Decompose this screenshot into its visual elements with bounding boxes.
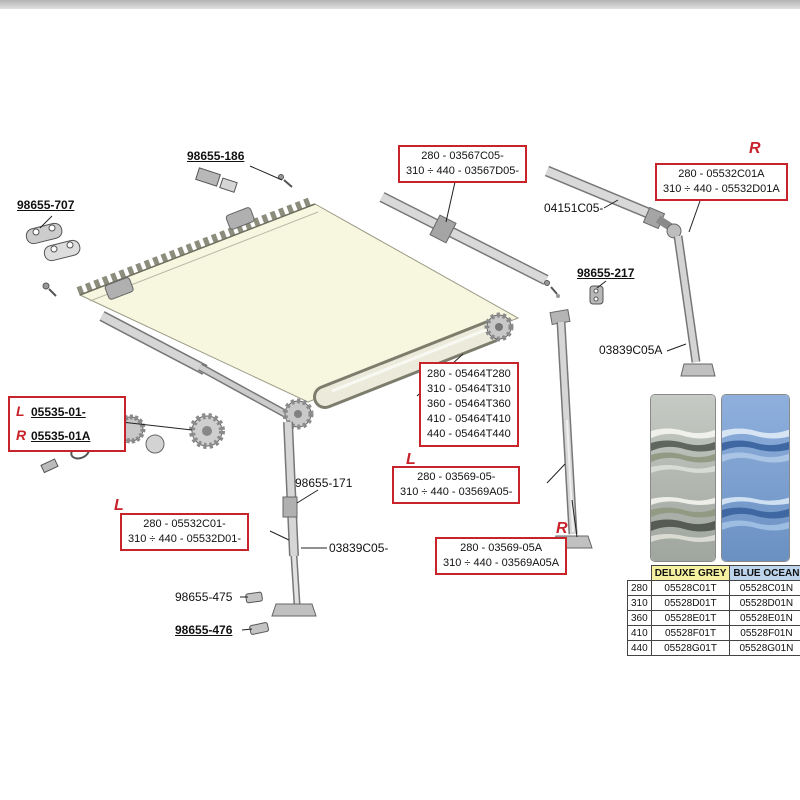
- fabric-swatch-deluxe-grey: [650, 394, 716, 562]
- grey-code-cell: 05528E01T: [650, 610, 731, 626]
- red-box-05464-line1: 280 - 05464T280: [427, 368, 511, 380]
- size-cell: 310: [627, 595, 652, 611]
- roller-tube: [313, 312, 514, 409]
- grey-code-cell: 05528C01T: [650, 580, 731, 596]
- page-top-strip: [0, 0, 800, 9]
- part-05535-01A: 05535-01A: [31, 429, 91, 443]
- label-03839C05A: 03839C05A: [599, 343, 663, 357]
- label-98655-707: 98655-707: [17, 198, 75, 212]
- size-cell: 440: [627, 640, 652, 656]
- indicator-R-inline: R: [16, 427, 27, 443]
- blue-code-cell: 05528F01N: [729, 625, 800, 641]
- part-98655-707: [25, 222, 81, 297]
- blue-code-cell: 05528D01N: [729, 595, 800, 611]
- red-box-05532L-line1: 280 - 05532C01-: [143, 518, 226, 530]
- red-box-05535: L 05535-01- R 05535-01A: [8, 396, 126, 452]
- blue-code-cell: 05528E01N: [729, 610, 800, 626]
- label-98655-217: 98655-217: [577, 266, 635, 280]
- label-98655-475: 98655-475: [175, 590, 233, 604]
- red-box-05535-row-right: R 05535-01A: [16, 424, 118, 448]
- red-box-05464-line4: 410 - 05464T410: [427, 413, 511, 425]
- swatch-blue-art: [722, 395, 789, 561]
- red-box-03567-line2: 310 ÷ 440 - 03567D05-: [406, 165, 520, 177]
- red-box-05535-row-left: L 05535-01-: [16, 400, 118, 424]
- red-box-03567-line1: 280 - 03567C05-: [421, 150, 504, 162]
- grey-code-cell: 05528G01T: [650, 640, 731, 656]
- red-box-05532A-line1: 280 - 05532C01A: [678, 168, 765, 180]
- label-98655-171: 98655-171: [295, 476, 353, 490]
- red-box-03567: 280 - 03567C05- 310 ÷ 440 - 03567D05-: [398, 145, 528, 183]
- col-header-blue-ocean: BLUE OCEAN: [729, 565, 800, 581]
- red-box-03569L: 280 - 03569-05- 310 ÷ 440 - 03569A05-: [392, 466, 521, 504]
- red-box-03569R: 280 - 03569-05A 310 ÷ 440 - 03569A05A: [435, 537, 568, 575]
- red-box-05532L-line2: 310 ÷ 440 - 05532D01-: [128, 533, 242, 545]
- red-box-03569R-line1: 280 - 03569-05A: [460, 542, 543, 554]
- grey-code-cell: 05528F01T: [650, 625, 731, 641]
- left-support-leg: [271, 421, 317, 617]
- label-03839C05: 03839C05-: [329, 541, 389, 555]
- red-box-05532L: 280 - 05532C01- 310 ÷ 440 - 05532D01-: [120, 513, 250, 551]
- swatch-grey-art: [651, 395, 715, 561]
- table-header-row: DELUXE GREY BLUE OCEAN: [628, 565, 800, 581]
- indicator-L-inline: L: [16, 403, 25, 419]
- leader-lines: [39, 165, 701, 631]
- foot-clamps: [245, 591, 269, 635]
- fabric-codes-table: DELUXE GREY BLUE OCEAN 280 05528C01T 055…: [627, 565, 800, 656]
- center-support-leg: [549, 308, 593, 549]
- red-box-05464-line2: 310 - 05464T310: [427, 383, 511, 395]
- label-98655-186: 98655-186: [187, 149, 245, 163]
- table-corner-cell: [628, 566, 652, 581]
- rail-brackets: [104, 207, 255, 300]
- blue-code-cell: 05528C01N: [729, 580, 800, 596]
- red-box-05464: 280 - 05464T280 310 - 05464T310 360 - 05…: [419, 362, 519, 447]
- table-row-360: 360 05528E01T 05528E01N: [627, 610, 800, 626]
- indicator-left-lower: L: [114, 497, 124, 514]
- label-04151C05: 04151C05-: [544, 201, 604, 215]
- left-arm-assembly: [99, 311, 314, 430]
- table-row-310: 310 05528D01T 05528D01N: [627, 595, 800, 611]
- bracket-98655-217: [589, 285, 604, 305]
- part-98655-186: [195, 167, 293, 193]
- fabric-swatch-blue-ocean: [721, 394, 790, 562]
- size-cell: 360: [627, 610, 652, 626]
- blue-code-cell: 05528G01N: [729, 640, 800, 656]
- grey-code-cell: 05528D01T: [650, 595, 731, 611]
- red-box-05532A-line2: 310 ÷ 440 - 05532D01A: [663, 183, 780, 195]
- red-box-05532A: 280 - 05532C01A 310 ÷ 440 - 05532D01A: [655, 163, 788, 201]
- red-box-05464-line3: 360 - 05464T360: [427, 398, 511, 410]
- indicator-right-mid: R: [556, 520, 568, 537]
- case-bar-top: [379, 192, 560, 298]
- table-row-280: 280 05528C01T 05528C01N: [627, 580, 800, 596]
- red-box-03569R-line2: 310 ÷ 440 - 03569A05A: [443, 557, 560, 569]
- red-box-05464-line5: 440 - 05464T440: [427, 428, 511, 440]
- indicator-right-top: R: [749, 140, 761, 157]
- red-box-03569L-line2: 310 ÷ 440 - 03569A05-: [400, 486, 513, 498]
- part-05535-01: 05535-01-: [31, 405, 86, 419]
- label-98655-476: 98655-476: [175, 623, 233, 637]
- size-cell: 410: [627, 625, 652, 641]
- indicator-left-mid: L: [406, 451, 416, 468]
- size-cell: 280: [627, 580, 652, 596]
- col-header-deluxe-grey: DELUXE GREY: [650, 565, 731, 581]
- red-box-03569L-line1: 280 - 03569-05-: [417, 471, 496, 483]
- right-arm-assembly: [544, 165, 716, 377]
- table-row-410: 410 05528F01T 05528F01N: [627, 625, 800, 641]
- table-row-440: 440 05528G01T 05528G01N: [627, 640, 800, 656]
